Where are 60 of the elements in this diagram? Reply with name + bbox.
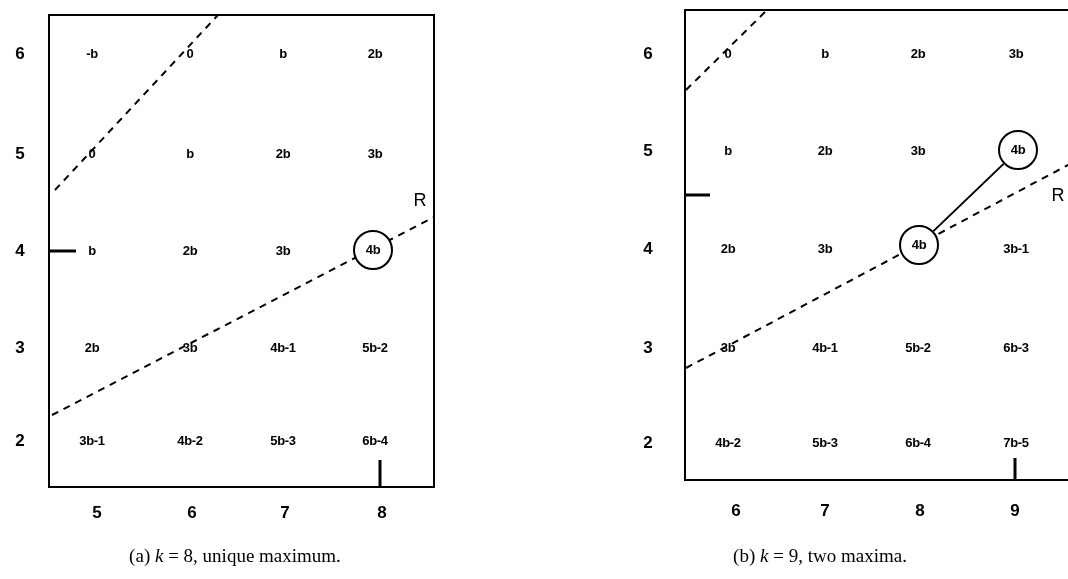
cell-value: b bbox=[821, 46, 829, 60]
cell-value: 2b bbox=[720, 241, 736, 255]
cell-value: 4b-2 bbox=[715, 435, 741, 449]
cell-value: 5b-3 bbox=[270, 433, 296, 447]
cell-value: 5b-2 bbox=[362, 340, 388, 354]
cell-value: 7b-5 bbox=[1003, 435, 1029, 449]
axis-tick-label: 7 bbox=[280, 503, 290, 521]
axis-tick-label: 4 bbox=[15, 241, 25, 259]
axis-tick-label: 6 bbox=[731, 501, 741, 519]
cell-value: 6b-3 bbox=[1003, 340, 1029, 354]
cell-value: 2b bbox=[275, 146, 291, 160]
axis-tick-label: 5 bbox=[15, 144, 25, 162]
cell-value: 2b bbox=[182, 243, 198, 257]
axis-tick-label: 8 bbox=[915, 501, 925, 519]
axis-tick-label: 5 bbox=[92, 503, 102, 521]
axis-tick-label: 6 bbox=[15, 44, 25, 62]
cell-value: 2b bbox=[84, 340, 100, 354]
cell-value: 5b-3 bbox=[812, 435, 838, 449]
cell-value: 2b bbox=[910, 46, 926, 60]
cell-value: b bbox=[724, 143, 732, 157]
cell-value: 0 bbox=[186, 46, 194, 60]
circled-value: 4b bbox=[998, 130, 1038, 170]
connector-line bbox=[932, 162, 1005, 233]
caption: (a) k = 8, unique maximum. bbox=[129, 545, 341, 565]
caption: (b) k = 9, two maxima. bbox=[733, 545, 907, 565]
axis-tick-label: 4 bbox=[643, 239, 653, 257]
cell-value: 3b bbox=[817, 241, 833, 255]
cell-value: 3b bbox=[367, 146, 383, 160]
axis-tick-label: 3 bbox=[643, 338, 653, 356]
cell-value: 3b bbox=[275, 243, 291, 257]
cell-value: 6b-4 bbox=[905, 435, 931, 449]
axis-tick-label: 6 bbox=[187, 503, 197, 521]
axis-tick-label: 7 bbox=[820, 501, 830, 519]
line-label: R bbox=[1051, 186, 1065, 204]
axis-tick-label: 5 bbox=[643, 141, 653, 159]
cell-value: 2b bbox=[817, 143, 833, 157]
cell-value: 2b bbox=[367, 46, 383, 60]
cell-value: 4b-2 bbox=[177, 433, 203, 447]
cell-value: 4b-1 bbox=[812, 340, 838, 354]
circled-value: 4b bbox=[899, 225, 939, 265]
cell-value: 4b-1 bbox=[270, 340, 296, 354]
axis-tick-label: 6 bbox=[643, 44, 653, 62]
circled-value: 4b bbox=[353, 230, 393, 270]
cell-value: b bbox=[279, 46, 287, 60]
cell-value: 3b bbox=[1008, 46, 1024, 60]
axis-tick-label: 2 bbox=[643, 433, 653, 451]
cell-value: -b bbox=[86, 46, 98, 60]
cell-value: 3b-1 bbox=[79, 433, 105, 447]
line-label: R bbox=[413, 191, 427, 209]
cell-value: 3b bbox=[910, 143, 926, 157]
cell-value: b bbox=[88, 243, 96, 257]
cell-value: 5b-2 bbox=[905, 340, 931, 354]
cell-value: 6b-4 bbox=[362, 433, 388, 447]
axis-tick-label: 8 bbox=[377, 503, 387, 521]
axis-tick-label: 2 bbox=[15, 431, 25, 449]
axis-tick-label: 9 bbox=[1010, 501, 1020, 519]
axis-tick-label: 3 bbox=[15, 338, 25, 356]
cell-value: 3b bbox=[182, 340, 198, 354]
cell-value: 3b-1 bbox=[1003, 241, 1029, 255]
cell-value: b bbox=[186, 146, 194, 160]
